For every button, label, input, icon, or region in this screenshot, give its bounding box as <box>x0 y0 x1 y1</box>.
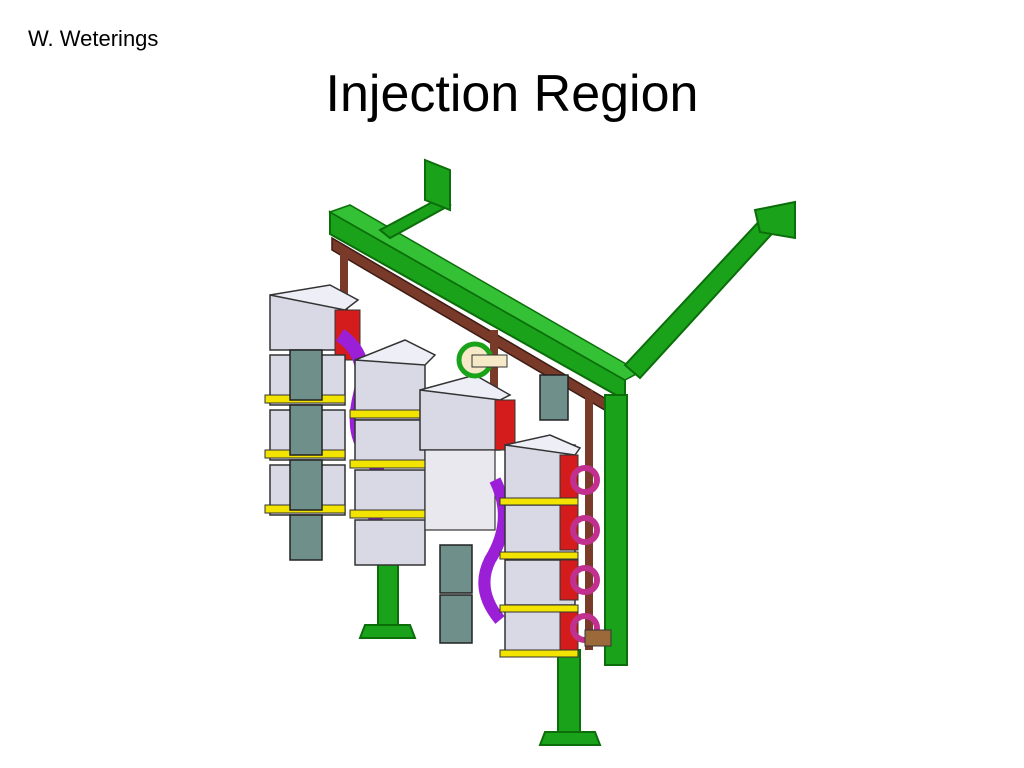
slide-title: Injection Region <box>325 65 699 123</box>
magnet-column-middle <box>349 339 516 644</box>
frame-leg-left <box>377 559 399 631</box>
frame-leg-right <box>604 394 628 666</box>
author-label: W. Weterings <box>28 26 159 51</box>
frame-arm-right <box>623 213 782 380</box>
injection-region-drawing <box>240 150 800 750</box>
magnet-column-left <box>264 284 387 561</box>
frame-leg-front <box>557 649 581 741</box>
magnet-column-right <box>499 374 600 658</box>
cad-assembly-drawing-icon <box>264 158 796 746</box>
